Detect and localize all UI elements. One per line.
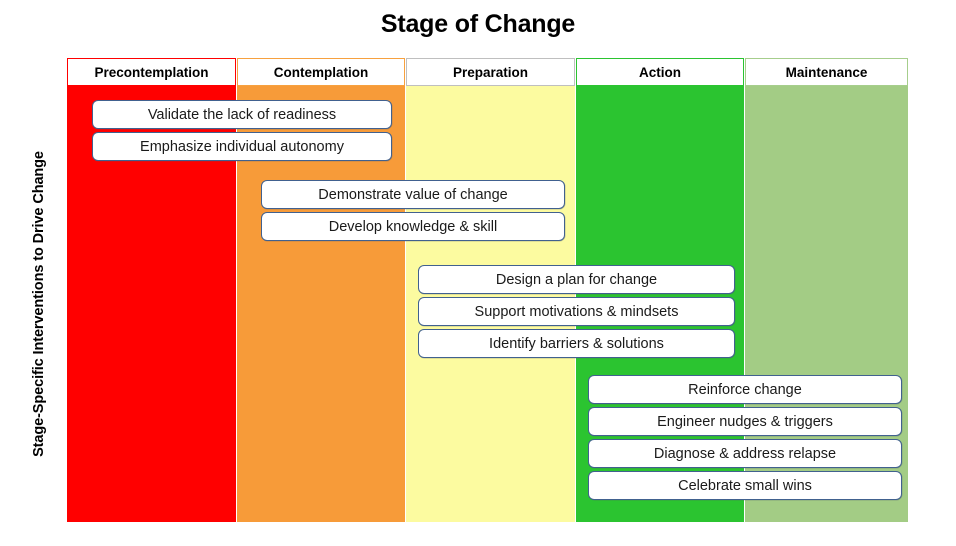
y-axis-label: Stage-Specific Interventions to Drive Ch…	[28, 86, 50, 522]
intervention-box[interactable]: Support motivations & mindsets	[418, 297, 735, 326]
stage-header-label: Contemplation	[273, 64, 369, 80]
intervention-box[interactable]: Identify barriers & solutions	[418, 329, 735, 358]
intervention-box[interactable]: Design a plan for change	[418, 265, 735, 294]
stage-header-label: Maintenance	[785, 64, 868, 80]
intervention-box[interactable]: Validate the lack of readiness	[92, 100, 392, 129]
stage-header-precontemplation[interactable]: Precontemplation	[67, 58, 236, 86]
stage-of-change-matrix: Precontemplation Contemplation Preparation…	[67, 58, 908, 522]
stage-header-label: Precontemplation	[94, 64, 209, 80]
intervention-label: Design a plan for change	[495, 271, 658, 288]
intervention-label: Engineer nudges & triggers	[657, 413, 833, 430]
intervention-label: Diagnose & address relapse	[653, 445, 837, 462]
intervention-label: Develop knowledge & skill	[328, 218, 498, 235]
stage-header-contemplation[interactable]: Contemplation	[237, 58, 405, 86]
stage-header-label: Action	[639, 64, 681, 80]
intervention-box[interactable]: Engineer nudges & triggers	[588, 407, 902, 436]
intervention-box[interactable]: Diagnose & address relapse	[588, 439, 902, 468]
intervention-label: Emphasize individual autonomy	[140, 138, 344, 155]
intervention-label: Validate the lack of readiness	[147, 106, 337, 123]
stage-header-action[interactable]: Action	[576, 58, 744, 86]
intervention-box[interactable]: Reinforce change	[588, 375, 902, 404]
stage-header-maintenance[interactable]: Maintenance	[745, 58, 908, 86]
intervention-label: Identify barriers & solutions	[489, 335, 664, 352]
intervention-label: Reinforce change	[688, 381, 802, 398]
intervention-label: Support motivations & mindsets	[474, 303, 679, 320]
intervention-label: Demonstrate value of change	[318, 186, 508, 203]
intervention-box[interactable]: Emphasize individual autonomy	[92, 132, 392, 161]
intervention-box[interactable]: Celebrate small wins	[588, 471, 902, 500]
y-axis-label-text: Stage-Specific Interventions to Drive Ch…	[31, 151, 47, 457]
intervention-box[interactable]: Develop knowledge & skill	[261, 212, 565, 241]
stage-header-row: Precontemplation Contemplation Preparation…	[67, 58, 908, 86]
stage-header-label: Preparation	[452, 64, 529, 80]
page-title: Stage of Change	[380, 10, 576, 38]
stage-header-preparation[interactable]: Preparation	[406, 58, 575, 86]
intervention-box[interactable]: Demonstrate value of change	[261, 180, 565, 209]
intervention-label: Celebrate small wins	[678, 477, 812, 494]
